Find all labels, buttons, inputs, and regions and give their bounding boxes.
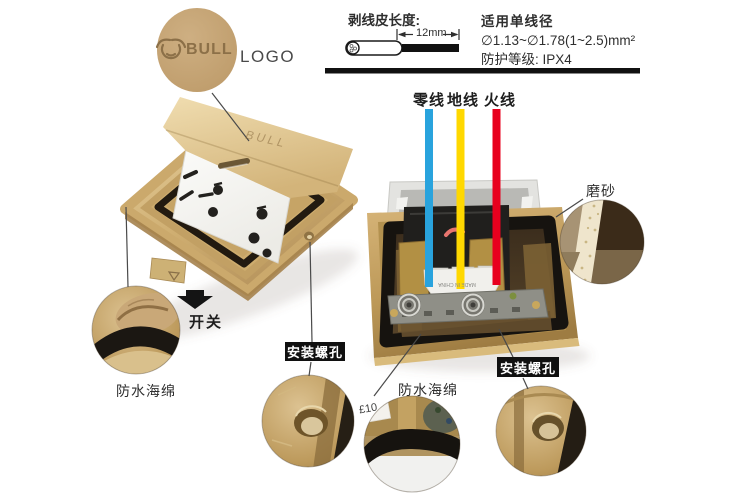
spec-title: 适用单线径 — [481, 14, 554, 29]
logo-brand-text: BULL — [186, 41, 233, 58]
wire-label-neutral: 零线 — [413, 92, 446, 109]
callout-circle-sponge-left — [91, 285, 181, 375]
wire-strip-diagram — [345, 29, 460, 56]
latch — [149, 257, 187, 284]
frosted-label: 磨砂 — [586, 183, 616, 199]
live-wire-bar — [492, 109, 501, 285]
socket-pin-holes — [179, 170, 272, 258]
logo-caption: LOGO — [240, 47, 296, 66]
spring-hinge-right — [461, 293, 485, 317]
right-socket-illustration — [367, 179, 580, 366]
sponge-label-left: 防水海绵 — [116, 383, 176, 399]
made-in-text: MADE IN CHINA — [438, 280, 476, 287]
spec-protection: 防护等级: IPX4 — [481, 52, 572, 67]
spec-diameter: ∅1.13~∅1.78(1~2.5)mm² — [481, 33, 636, 48]
wire-label-live: 火线 — [484, 92, 517, 109]
ground-wire-bar — [456, 109, 465, 289]
socket-lid — [163, 97, 353, 198]
bull-logo-badge — [155, 8, 237, 92]
callout-circle-screw-right — [495, 385, 587, 477]
spring-hinge-left — [397, 293, 421, 317]
wire-label-ground: 地线 — [447, 92, 480, 109]
divider-line — [325, 68, 640, 74]
switch-down-arrow-icon — [177, 290, 213, 309]
bull-logo-icon — [155, 38, 187, 60]
connector-lines — [125, 92, 584, 397]
mounting-hole-label-left: 安装螺孔 — [285, 342, 345, 361]
sponge-label-right: 防水海绵 — [398, 382, 458, 398]
latch-arrow-icon — [167, 271, 181, 282]
switch-label: 开关 — [189, 314, 224, 331]
callout-circle-screw-left — [261, 374, 355, 468]
strip-length-title: 剥线皮长度: — [348, 13, 420, 28]
neutral-wire-bar — [425, 109, 433, 287]
mounting-hole-label-right: 安装螺孔 — [497, 357, 559, 377]
left-socket-illustration — [120, 97, 358, 301]
lid-handle-slot — [218, 158, 250, 169]
strip-length-value: 12mm — [416, 27, 447, 39]
